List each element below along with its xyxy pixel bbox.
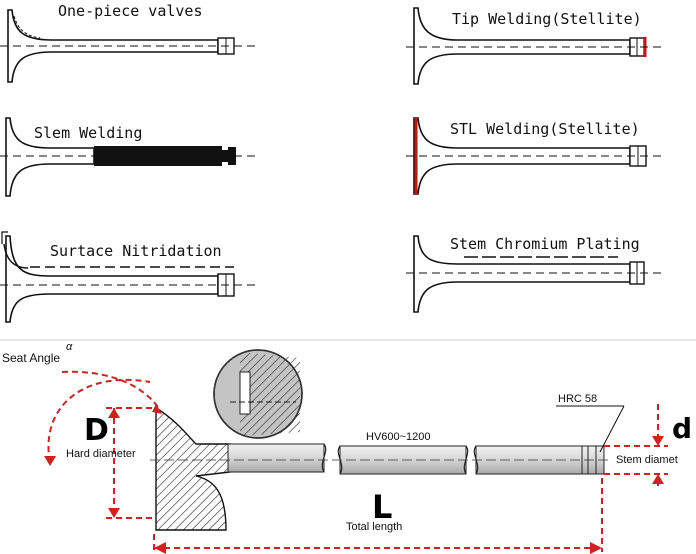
d-symbol: d — [672, 412, 692, 445]
label-one-piece: One-piece valves — [58, 2, 203, 20]
head-diameter-dimension — [106, 407, 156, 519]
stem-diameter-dimension — [604, 404, 668, 490]
hrc-label: HRC 58 — [558, 393, 597, 405]
hard-diameter-label: Hard diameter — [66, 448, 136, 460]
valve-stl-welding — [406, 117, 662, 195]
D-symbol: D — [84, 413, 109, 448]
seat-angle-arc — [44, 370, 162, 466]
label-tip-welding: Tip Welding(Stellite) — [452, 10, 642, 28]
hrc-leader — [556, 405, 625, 453]
detailed-valve — [150, 406, 610, 531]
valve-chromium-plating — [406, 235, 662, 313]
magnified-detail — [213, 349, 303, 439]
L-symbol: L — [372, 488, 392, 526]
valve-surface-nitridation — [0, 231, 258, 323]
label-stl-welding: STL Welding(Stellite) — [450, 120, 640, 138]
total-length-dimension — [153, 478, 603, 554]
label-surface-nitridation: Surtace Nitridation — [50, 242, 222, 260]
alpha-symbol: α — [66, 341, 73, 353]
valve-one-piece — [0, 9, 258, 83]
stem-diameter-label: Stem diamet — [616, 454, 678, 466]
label-stem-welding: Slem Welding — [34, 124, 142, 142]
valve-stem-welding — [0, 117, 258, 197]
valve-tip-welding — [406, 7, 662, 85]
total-length-label: Total length — [346, 521, 402, 533]
seat-angle-label: Seat Angle — [2, 351, 60, 365]
label-chromium-plating: Stem Chromium Plating — [450, 235, 640, 253]
hardness-stem-label: HV600~1200 — [366, 431, 431, 443]
